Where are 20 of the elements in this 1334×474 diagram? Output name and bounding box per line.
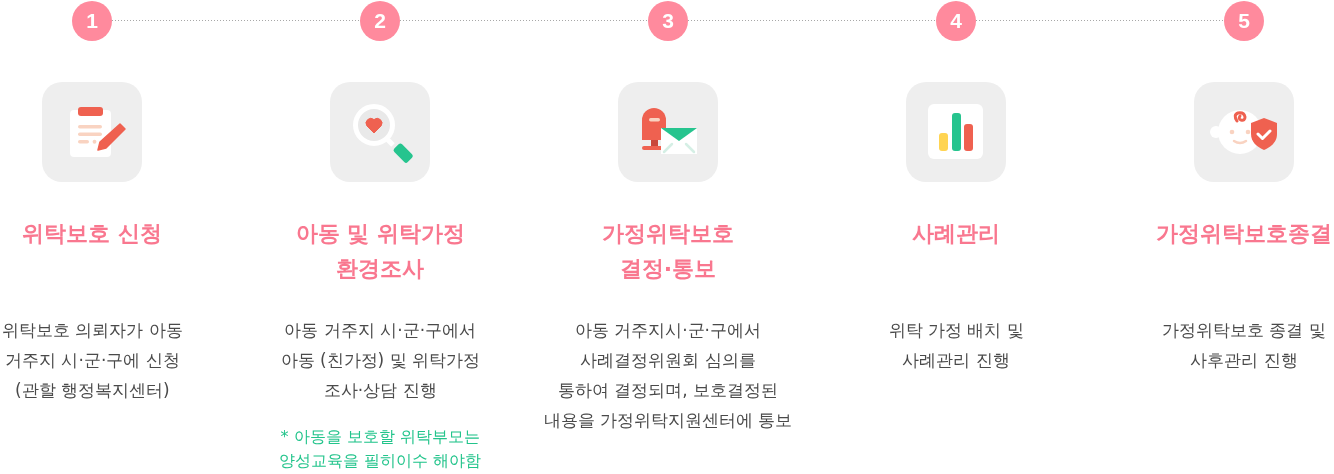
step-description: 아동 거주지 시·군·구에서 아동 (친가정) 및 위탁가정 조사·상담 진행	[280, 319, 480, 402]
step-note: * 아동을 보호할 위탁부모는 양성교육을 필히이수 해야함	[279, 426, 482, 472]
step-title: 가정위탁보호 결정·통보	[602, 220, 734, 283]
step-number: 1	[72, 0, 112, 41]
step-number: 3	[648, 0, 688, 41]
step-title: 아동 및 위탁가정 환경조사	[295, 220, 465, 283]
dotted-connector	[687, 20, 937, 21]
step-description: 위탁보호 의뢰자가 아동 거주지 시·군·구에 신청 (관할 행정복지센터)	[2, 319, 183, 402]
step-number: 5	[1224, 0, 1264, 41]
step-title: 사례관리	[912, 220, 1000, 248]
step-number: 2	[360, 0, 400, 41]
step-title: 위탁보호 신청	[22, 220, 162, 248]
dotted-connector	[399, 20, 649, 21]
step-description: 가정위탁보호 종결 및 사후관리 진행	[1162, 319, 1326, 372]
step-title: 가정위탁보호종결	[1156, 220, 1332, 248]
step-description: 위탁 가정 배치 및 사례관리 진행	[888, 319, 1024, 372]
dotted-connector	[111, 20, 361, 21]
step-description: 아동 거주지시·군·구에서 사례결정위원회 심의를 통하여 결정되며, 보호결정된 내용을 가정위탁지원센터에 통보	[543, 319, 793, 432]
step-number: 4	[936, 0, 976, 41]
dotted-connector	[975, 20, 1225, 21]
